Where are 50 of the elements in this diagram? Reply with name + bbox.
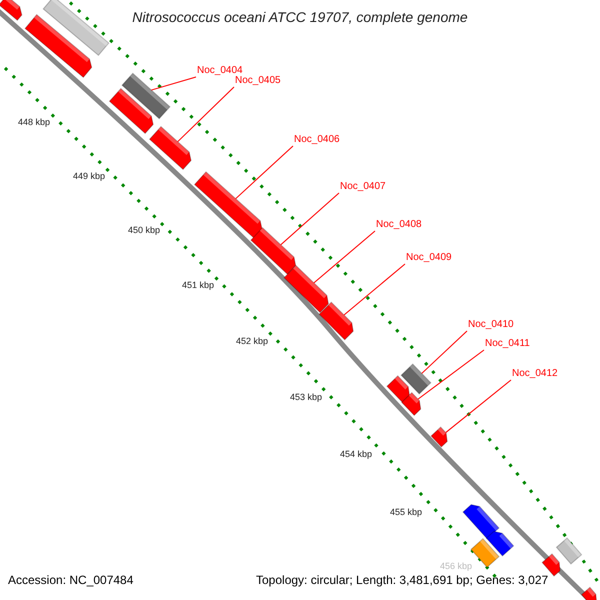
scale-label: 450 kbp [128, 226, 160, 235]
scale-label: 451 kbp [182, 281, 214, 290]
gene-feature [194, 171, 263, 239]
scale-label: 452 kbp [236, 337, 268, 346]
gene-label: Noc_0410 [468, 320, 514, 330]
gene-box [470, 538, 500, 568]
gene-feature [24, 14, 92, 78]
gene-label: Noc_0412 [512, 369, 558, 379]
leader-line [177, 86, 234, 142]
gene-label: Noc_0411 [485, 339, 530, 349]
gene-box [42, 0, 110, 56]
gene-feature [486, 530, 514, 557]
gene-label: Noc_0407 [340, 182, 386, 192]
gene-feature [386, 375, 410, 403]
gene-feature [430, 426, 448, 448]
gene-feature [0, 0, 22, 22]
leader-line [280, 192, 340, 246]
gene-feature [318, 302, 354, 340]
gene-feature [283, 264, 329, 314]
gene-feature [108, 88, 154, 134]
gene-box [400, 363, 432, 395]
gene-box [556, 537, 582, 565]
leader-line [150, 76, 196, 91]
gene-label: Noc_0409 [406, 253, 452, 263]
title: Nitrosococcus oceani ATCC 19707, complete genome [131, 10, 469, 24]
leader-line [344, 264, 406, 316]
gene-label: Noc_0408 [376, 220, 422, 230]
gene-feature [580, 586, 598, 600]
scale-label: 448 kbp [18, 118, 50, 127]
gene-label: Noc_0405 [235, 76, 281, 86]
scale-label: 453 kbp [290, 393, 322, 402]
gene-feature [250, 227, 296, 275]
leader-line [313, 230, 376, 284]
gene-feature [401, 392, 422, 416]
scale-label: 455 kbp [390, 508, 422, 517]
gene-label: Noc_0406 [294, 135, 340, 145]
scale-label: 449 kbp [73, 172, 106, 181]
gene-feature [148, 126, 192, 170]
gene-feature [462, 504, 500, 540]
leader-line [235, 146, 294, 200]
footer-text: Accession: NC_007484 [8, 574, 134, 586]
footer-text: Topology: circular; Length: 3,481,691 bp; Genes: 3,027 [256, 574, 548, 586]
gene-box [121, 72, 171, 120]
leader-line [445, 380, 512, 434]
scale-label: 454 kbp [340, 450, 372, 459]
leader-line [418, 350, 484, 400]
leader-line [421, 330, 468, 374]
gene-label: Noc_0404 [197, 66, 243, 76]
scale-label: 456 kbp [440, 562, 472, 571]
gene-feature [541, 553, 561, 577]
